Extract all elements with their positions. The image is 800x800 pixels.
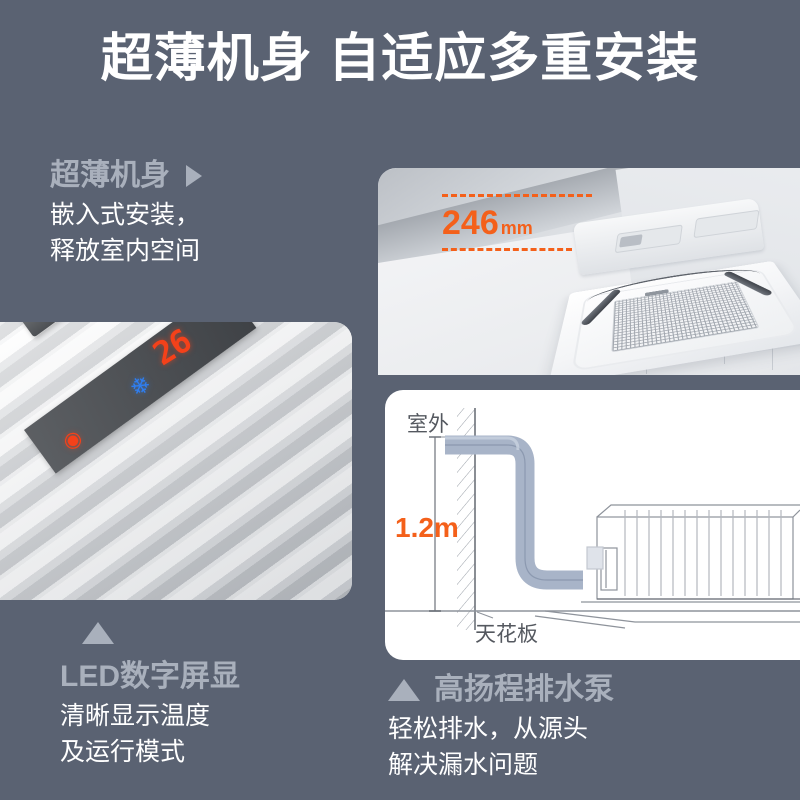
drain-pipe-outline xyxy=(445,444,583,581)
drain-pump-line-2: 解决漏水问题 xyxy=(388,750,539,779)
dimension-dashed-line-top xyxy=(442,194,592,197)
dimension-value: 246 xyxy=(442,204,499,242)
cassette-side-vent xyxy=(693,209,760,239)
drain-pump-diagram: 室外 1.2m 天花板 xyxy=(385,390,800,660)
snowflake-icon: ❄ xyxy=(124,369,157,404)
dimension-dashed-line-bottom xyxy=(442,248,572,251)
label-outdoor: 室外 xyxy=(407,413,449,436)
slim-body-line-1: 嵌入式安装， xyxy=(50,201,201,229)
feature-heading-led-display: LED数字屏显 xyxy=(60,659,240,695)
triangle-right-icon xyxy=(186,165,202,187)
ceiling-leader xyxy=(476,611,494,619)
label-ceiling: 天花板 xyxy=(475,623,538,646)
triangle-up-icon xyxy=(82,622,114,644)
feature-heading-drain-pump: 高扬程排水泵 xyxy=(388,672,614,708)
dimension-unit: mm xyxy=(500,218,533,238)
feature-heading-slim-body: 超薄机身 xyxy=(50,158,202,194)
led-display-photo: 26 ❄ ◉ xyxy=(0,322,352,600)
drain-pump-heading-label: 高扬程排水泵 xyxy=(434,673,614,706)
feature-body-slim-body: 嵌入式安装， 释放室内空间 xyxy=(50,198,202,269)
indoor-unit-lineart xyxy=(534,504,800,629)
pipe-highlight xyxy=(445,436,520,451)
feature-block-drain-pump: 高扬程排水泵 轻松排水，从源头 解决漏水问题 xyxy=(388,672,614,783)
drain-diagram-drawing xyxy=(385,408,800,630)
feature-body-led-display: 清晰显示温度 及运行模式 xyxy=(60,699,240,770)
feature-block-led-display: LED数字屏显 清晰显示温度 及运行模式 xyxy=(60,622,240,770)
led-marker-wrap xyxy=(82,622,240,649)
wall-hatching xyxy=(457,408,475,630)
led-display-line-1: 清晰显示温度 xyxy=(60,702,211,730)
led-display-line-2: 及运行模式 xyxy=(60,737,186,766)
slim-body-line-2: 释放室内空间 xyxy=(50,236,201,265)
led-display-heading-label: LED数字屏显 xyxy=(60,660,240,693)
page-title: 超薄机身 自适应多重安装 xyxy=(100,30,700,88)
slim-body-heading-label: 超薄机身 xyxy=(50,159,170,192)
label-lift-height: 1.2m xyxy=(395,512,459,543)
feature-body-drain-pump: 轻松排水，从源头 解决漏水问题 xyxy=(388,712,614,783)
triangle-up-icon xyxy=(388,679,420,701)
mode-icon: ◉ xyxy=(58,425,87,455)
feature-block-slim-body: 超薄机身 嵌入式安装， 释放室内空间 xyxy=(50,158,202,269)
drain-pump-line-1: 轻松排水，从源头 xyxy=(388,715,589,743)
cassette-face-panel xyxy=(547,260,800,375)
